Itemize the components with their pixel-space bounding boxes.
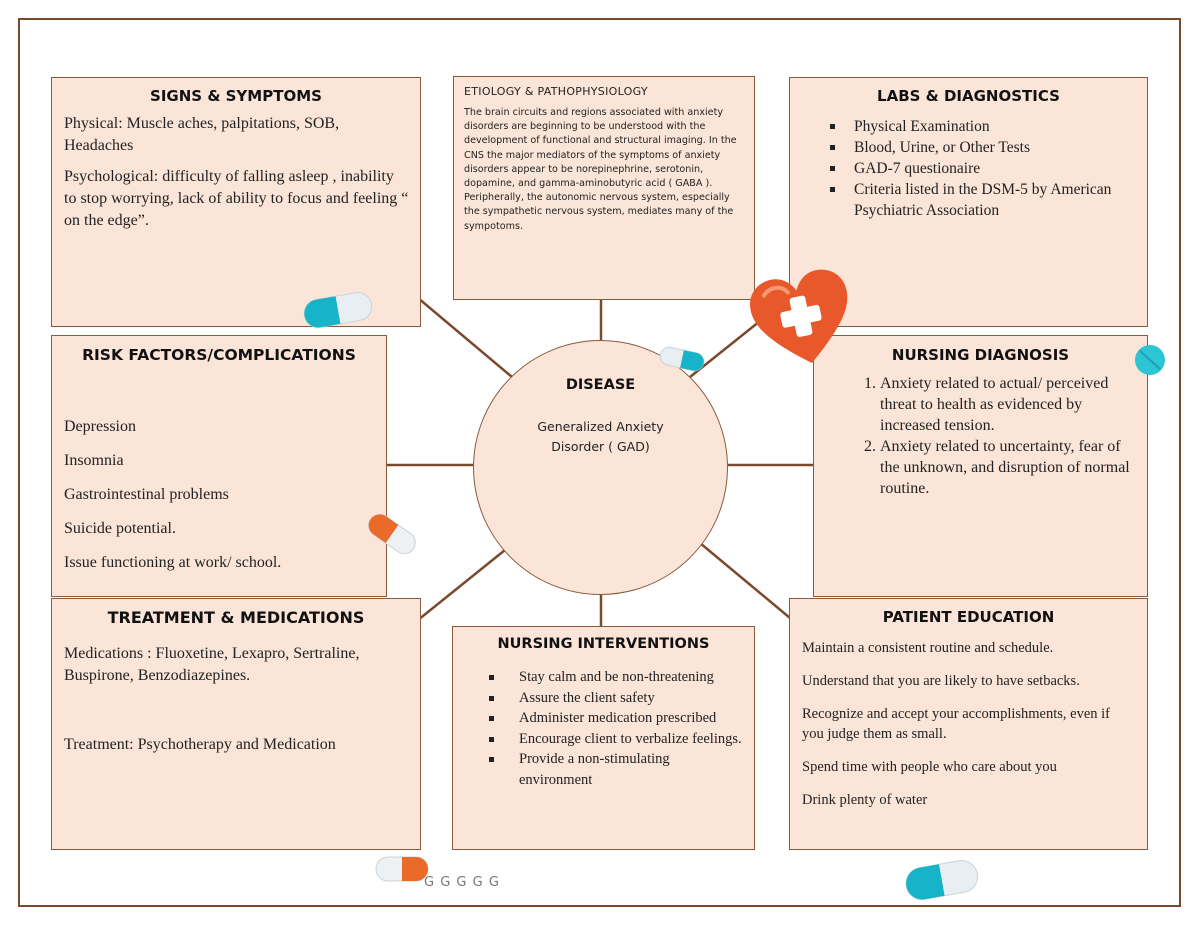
list-item: Drink plenty of water [802, 792, 928, 808]
heart-icon [750, 269, 848, 364]
list-item: Recognize and accept your accomplishment… [802, 706, 1111, 742]
list-item: Administer medication prescribed [483, 708, 746, 729]
pill-icon [303, 292, 373, 328]
therapy-text: Treatment: Psychotherapy and Medication [64, 736, 336, 753]
nursing-diagnosis-title: NURSING DIAGNOSIS [891, 346, 1070, 364]
list-item: Anxiety related to uncertainty, fear of … [880, 436, 1141, 499]
treatment-box: TREATMENT & MEDICATIONS Medications : Fl… [51, 598, 421, 850]
physical-symptoms: Physical: Muscle aches, palpitations, SO… [64, 115, 340, 154]
list-item: Gastrointestinal problems [64, 486, 229, 503]
signs-symptoms-box: SIGNS & SYMPTOMS Physical: Muscle aches,… [51, 77, 421, 327]
disease-name: Generalized Anxiety Disorder ( GAD) [537, 419, 664, 454]
etiology-text: The brain circuits and regions associate… [464, 107, 737, 232]
list-item: Stay calm and be non-threatening [483, 667, 746, 688]
diagnosis-list: Anxiety related to actual/ perceived thr… [814, 373, 1141, 499]
risk-factors-box: RISK FACTORS/COMPLICATIONS Depression In… [51, 335, 387, 597]
medications-text: Medications : Fluoxetine, Lexapro, Sertr… [64, 645, 360, 684]
pill-icon [659, 346, 705, 372]
list-item: Issue functioning at work/ school. [64, 554, 282, 571]
disease-circle: DISEASE Generalized Anxiety Disorder ( G… [473, 340, 728, 595]
nursing-interventions-box: NURSING INTERVENTIONS Stay calm and be n… [452, 626, 755, 850]
footer-text: G G G G G [424, 875, 500, 890]
list-item: Provide a non-stimulating environment [483, 749, 746, 790]
pill-icon [368, 513, 416, 555]
interventions-list: Stay calm and be non-threatening Assure … [453, 652, 754, 790]
list-item: Anxiety related to actual/ perceived thr… [880, 373, 1141, 436]
list-item: Understand that you are likely to have s… [802, 673, 1080, 689]
risk-factors-title: RISK FACTORS/COMPLICATIONS [82, 346, 356, 364]
list-item: Criteria listed in the DSM-5 by American… [824, 179, 1141, 221]
page-frame [18, 18, 1181, 907]
signs-symptoms-title: SIGNS & SYMPTOMS [150, 87, 322, 105]
pill-icon [375, 856, 429, 882]
pill-icon [905, 860, 979, 900]
labs-list: Physical Examination Blood, Urine, or Ot… [790, 105, 1147, 221]
labs-box: LABS & DIAGNOSTICS Physical Examination … [789, 77, 1148, 327]
list-item: Insomnia [64, 452, 124, 469]
pill-icon [1135, 345, 1165, 375]
list-item: Spend time with people who care about yo… [802, 759, 1057, 775]
list-item: Assure the client safety [483, 688, 746, 709]
list-item: Maintain a consistent routine and schedu… [802, 640, 1054, 656]
list-item: Suicide potential. [64, 520, 176, 537]
list-item: Encourage client to verbalize feelings. [483, 729, 746, 750]
list-item: Depression [64, 418, 136, 435]
labs-title: LABS & DIAGNOSTICS [877, 87, 1060, 105]
patient-education-box: PATIENT EDUCATION Maintain a consistent … [789, 598, 1148, 850]
nursing-diagnosis-box: NURSING DIAGNOSIS Anxiety related to act… [813, 335, 1148, 597]
disease-title: DISEASE [565, 377, 636, 393]
treatment-title: TREATMENT & MEDICATIONS [107, 608, 365, 627]
list-item: GAD-7 questionaire [824, 158, 1141, 179]
patient-education-title: PATIENT EDUCATION [882, 608, 1055, 626]
list-item: Blood, Urine, or Other Tests [824, 137, 1141, 158]
etiology-box: ETIOLOGY & PATHOPHYSIOLOGY The brain cir… [453, 76, 755, 300]
etiology-title: ETIOLOGY & PATHOPHYSIOLOGY [464, 85, 648, 98]
list-item: Physical Examination [824, 116, 1141, 137]
nursing-interventions-title: NURSING INTERVENTIONS [497, 636, 710, 652]
psychological-symptoms: Psychological: difficulty of falling asl… [64, 168, 409, 229]
